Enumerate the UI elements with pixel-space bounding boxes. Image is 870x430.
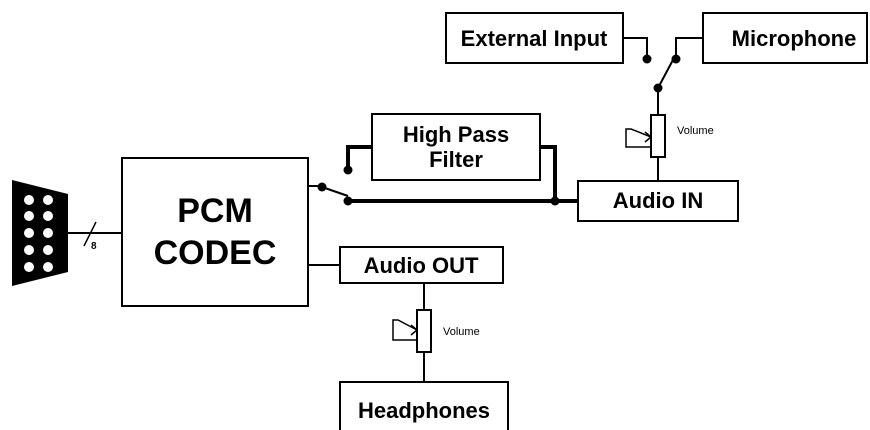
external-input-label: External Input [461, 26, 608, 51]
input-source-switch [623, 37, 703, 93]
output-volume-label: Volume [443, 326, 480, 338]
external-input-block: External Input [445, 12, 624, 64]
headphones-block: Headphones [339, 381, 509, 430]
bus-width-label: 8 [91, 241, 97, 252]
headphones-label: Headphones [358, 398, 490, 423]
input-volume-potentiometer: Volume [625, 92, 714, 181]
microphone-block: Microphone [702, 12, 868, 64]
high-pass-filter-block: High Pass Filter [371, 113, 541, 181]
audio-out-label: Audio OUT [364, 253, 479, 278]
data-bus: 8 [68, 221, 122, 252]
pcm-codec-block: PCM CODEC [121, 157, 309, 307]
high-pass-filter-label-line1: High Pass [403, 122, 509, 147]
audio-in-block: Audio IN [577, 180, 739, 222]
input-volume-label: Volume [677, 125, 714, 137]
high-pass-filter-label-line2: Filter [429, 147, 483, 172]
microphone-label: Microphone [732, 26, 857, 51]
output-volume-potentiometer: Volume [392, 283, 480, 382]
filter-bypass-switch [308, 145, 578, 206]
serial-connector-icon [12, 180, 68, 286]
audio-in-label: Audio IN [613, 188, 703, 213]
pcm-codec-label-line2: CODEC [154, 234, 277, 272]
audio-out-block: Audio OUT [339, 246, 504, 284]
pcm-codec-label-line1: PCM [177, 192, 253, 230]
